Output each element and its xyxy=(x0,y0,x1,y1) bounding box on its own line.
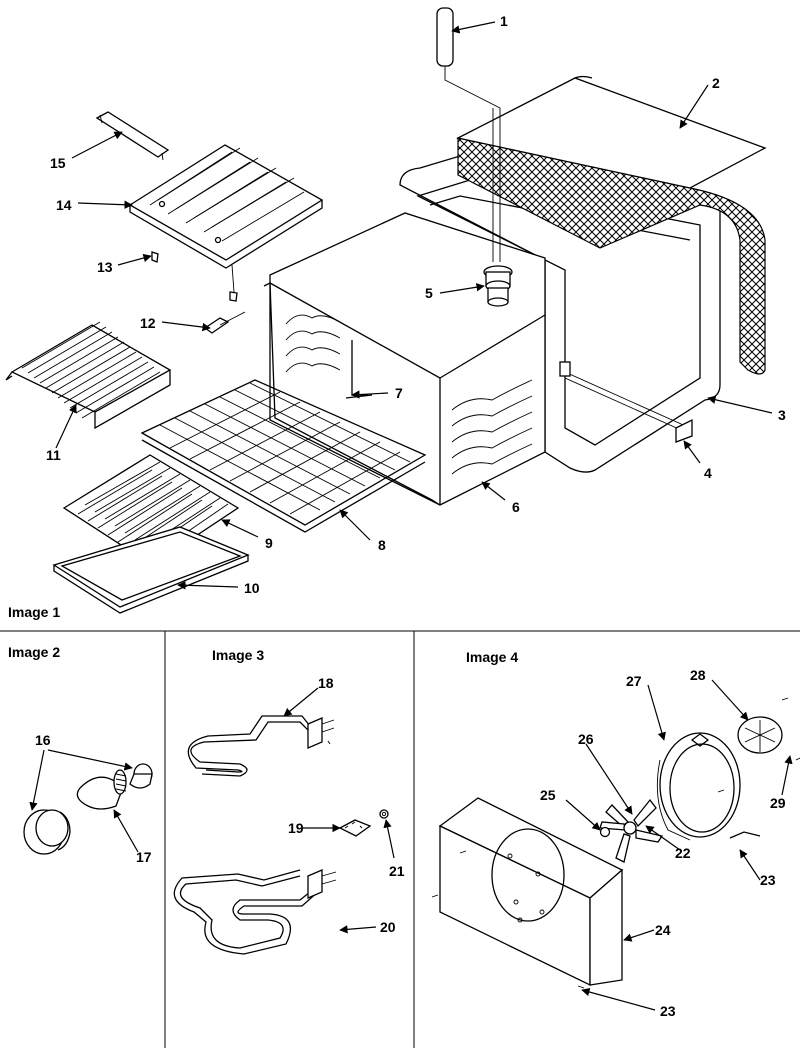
rack-clip xyxy=(203,311,246,334)
callout-2: 2 xyxy=(712,75,720,91)
light-socket xyxy=(129,763,153,789)
thermostat-fitting xyxy=(483,265,513,307)
callout-28: 28 xyxy=(690,667,706,683)
callout-16: 16 xyxy=(35,732,51,748)
callout-leaders-image-2 xyxy=(29,749,139,853)
callout-4: 4 xyxy=(704,465,712,481)
insulation-blanket xyxy=(456,75,767,375)
callout-14: 14 xyxy=(56,197,72,213)
oven-light-lens xyxy=(23,809,71,855)
section-title-image-4: Image 4 xyxy=(466,649,518,665)
screws-image-4 xyxy=(431,789,725,989)
section-title-image-3: Image 3 xyxy=(212,647,264,663)
section-title-image-1: Image 1 xyxy=(8,604,60,620)
convection-back-panel xyxy=(438,797,624,987)
convection-element xyxy=(656,732,741,841)
fan-motor xyxy=(737,697,800,761)
screw-13 xyxy=(151,251,238,302)
thermostat-knob xyxy=(436,7,501,262)
callout-22: 22 xyxy=(675,845,691,861)
element-nut xyxy=(379,809,389,819)
callout-12: 12 xyxy=(140,315,156,331)
callout-29: 29 xyxy=(770,795,786,811)
callout-leaders-image-3 xyxy=(283,687,395,934)
fan-nut xyxy=(599,826,611,838)
callout-20: 20 xyxy=(380,919,396,935)
callout-numbers: 1 2 3 4 5 6 7 8 9 10 11 12 13 14 15 16 1… xyxy=(35,13,786,1019)
callout-27: 27 xyxy=(626,673,642,689)
callout-5: 5 xyxy=(425,285,433,301)
motor-bracket xyxy=(690,733,761,839)
oven-rack xyxy=(140,379,427,533)
callout-15: 15 xyxy=(50,155,66,171)
callout-10: 10 xyxy=(244,580,260,596)
callout-8: 8 xyxy=(378,537,386,553)
callout-6: 6 xyxy=(512,499,520,515)
callout-1: 1 xyxy=(500,13,508,29)
oven-cavity xyxy=(263,212,546,506)
callout-26: 26 xyxy=(578,731,594,747)
element-bracket xyxy=(338,819,372,837)
wire-shelf xyxy=(5,321,172,430)
callout-25: 25 xyxy=(540,787,556,803)
callout-7: 7 xyxy=(395,385,403,401)
callout-21: 21 xyxy=(389,863,405,879)
callout-11: 11 xyxy=(46,447,61,463)
drip-tray xyxy=(128,144,324,269)
bake-element xyxy=(187,715,335,777)
callout-18: 18 xyxy=(318,675,334,691)
callout-23b: 23 xyxy=(660,1003,676,1019)
callout-leaders-image-1 xyxy=(55,21,773,590)
support-rod xyxy=(564,371,691,435)
oven-light-bulb xyxy=(76,769,127,810)
section-title-image-2: Image 2 xyxy=(8,644,60,660)
broiler-pan xyxy=(52,526,250,614)
mounting-bracket xyxy=(559,361,693,443)
tray-bracket xyxy=(95,111,170,161)
rack-guides-right xyxy=(451,379,533,475)
callout-leaders-image-4 xyxy=(565,679,793,1011)
callout-3: 3 xyxy=(778,407,786,423)
callout-9: 9 xyxy=(265,535,273,551)
callout-13: 13 xyxy=(97,259,113,275)
rack-guides-left xyxy=(285,314,341,373)
callout-19: 19 xyxy=(288,820,304,836)
callout-17: 17 xyxy=(136,849,152,865)
callout-23a: 23 xyxy=(760,872,776,888)
callout-24: 24 xyxy=(655,922,671,938)
broil-element xyxy=(173,869,337,955)
